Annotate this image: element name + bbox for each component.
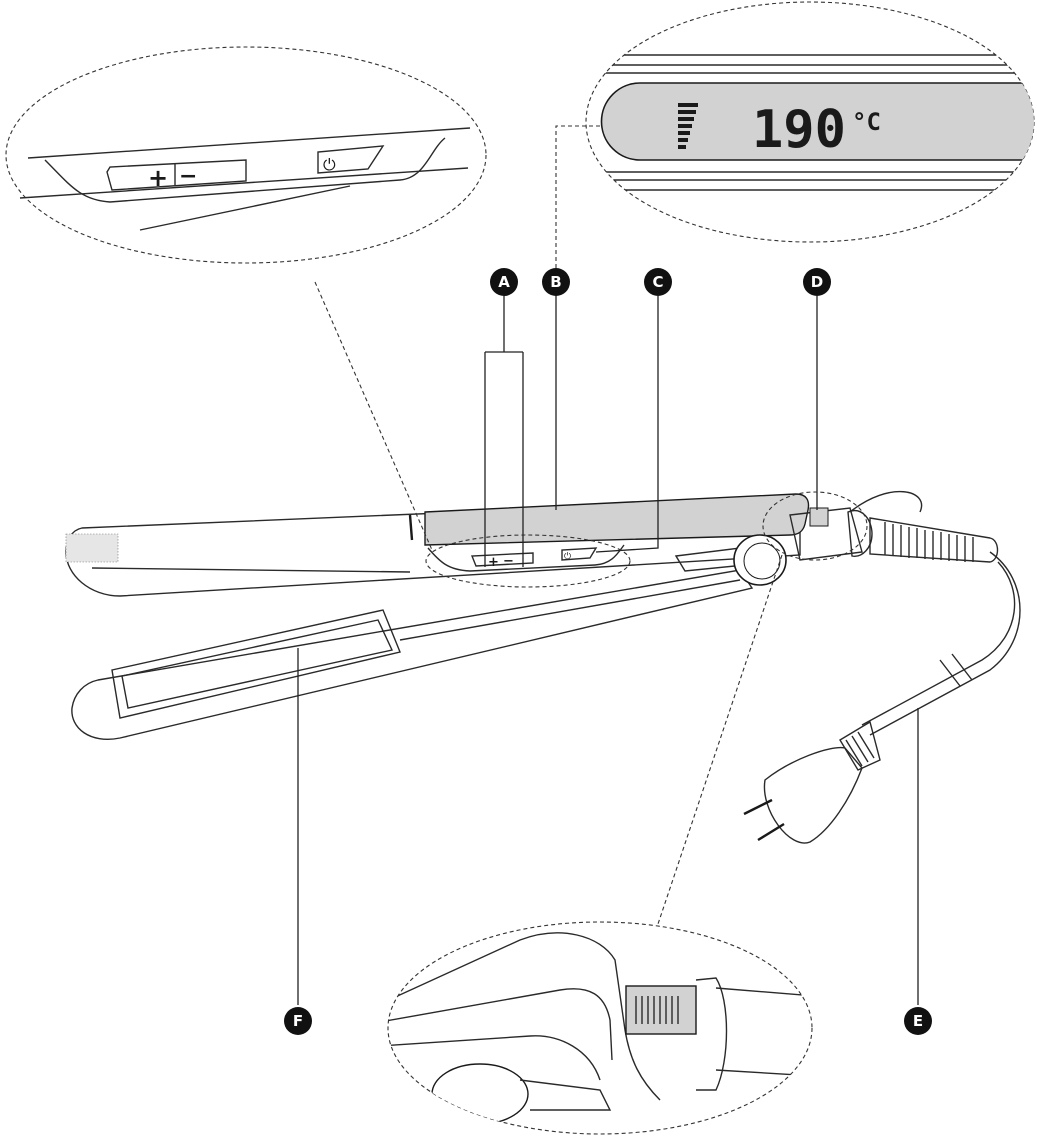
zoom-panel-display: 190 °C: [585, 1, 1035, 243]
leader-a: [484, 296, 524, 567]
swivel-collar: [695, 977, 728, 1091]
callout-leaders: [297, 296, 919, 1005]
zoom-panel-swivel-outline: [387, 921, 813, 1135]
plug-grip-ribs: [845, 731, 875, 767]
swivel-body-top: [388, 932, 661, 1101]
device-control-housing: [427, 544, 625, 572]
power-cord-inner: [861, 561, 1016, 726]
device-plus-symbol: +: [488, 555, 499, 570]
cord-break-mark: [939, 653, 973, 687]
vent-grille: [65, 533, 119, 563]
callout-d: D: [803, 268, 831, 296]
controls-zoom-target: [425, 534, 631, 588]
power-button: [317, 145, 385, 174]
heating-plate-inner: [121, 619, 394, 709]
connector-swivel: [657, 554, 783, 925]
tail-housing: [789, 507, 863, 561]
connector-display: [555, 125, 600, 300]
cord-collar: [847, 509, 873, 557]
power-plug: [743, 720, 881, 844]
swivel-body-inner: [388, 988, 613, 1061]
controls-housing-curve: [44, 137, 446, 203]
power-cord-outer: [869, 551, 1021, 736]
callout-c: C: [644, 268, 672, 296]
callout-c-label: C: [652, 273, 663, 291]
zoom-panel-controls-outline: [5, 46, 487, 264]
lower-arm-body: [71, 569, 754, 740]
callout-e: E: [904, 1007, 932, 1035]
cord-strain-relief: [869, 517, 999, 563]
callout-b: B: [542, 268, 570, 296]
callout-f-label: F: [293, 1012, 303, 1030]
zoom-minus-symbol: −: [179, 164, 197, 189]
callout-b-label: B: [550, 273, 561, 291]
connector-controls: [314, 281, 433, 551]
zoom-power-icon: ⏻: [323, 155, 336, 174]
zoom-panel-swivel: [387, 921, 813, 1135]
zoom-display-window: [600, 82, 1034, 161]
swivel-hinge-plate: [519, 1079, 612, 1111]
zoom-panel-controls: + − ⏻: [5, 46, 487, 264]
device-display-strip: [424, 493, 810, 546]
lower-arm-seam: [399, 579, 741, 641]
controls-housing-top-edge: [27, 127, 471, 159]
hair-straightener: + − ⏻: [65, 490, 1021, 844]
swivel-dial: [431, 1063, 529, 1125]
zoom-temperature-unit: °C: [852, 108, 881, 136]
callout-a-label: A: [498, 273, 510, 291]
strain-relief-ribs: [884, 522, 974, 562]
callout-e-label: E: [913, 1012, 923, 1030]
heat-level-bars-icon: [678, 103, 698, 149]
controls-lower-edge: [19, 167, 469, 199]
callout-d-label: D: [811, 273, 823, 291]
leader-c: [595, 296, 659, 553]
device-minus-symbol: −: [503, 554, 514, 569]
controls-diagonal-edge: [139, 185, 351, 231]
zoom-plus-symbol: +: [148, 164, 168, 192]
cord-loop: [849, 490, 923, 513]
device-power-icon: ⏻: [564, 551, 571, 562]
swivel-body-lower: [388, 1035, 601, 1081]
upper-arm-seam: [91, 567, 411, 573]
heating-plate: [111, 609, 401, 719]
callout-f: F: [284, 1007, 312, 1035]
hinge-dial: [733, 534, 787, 586]
device-rocker-buttons: [470, 552, 534, 567]
brand-mark: [408, 514, 414, 541]
zoom-connectors: [314, 125, 868, 925]
swivel-zoom-target: [762, 491, 868, 561]
tail-swivel-grip: [809, 507, 829, 527]
swivel-grip: [625, 985, 697, 1035]
hinge-dial-inner: [743, 542, 781, 580]
device-power-button: [561, 547, 598, 561]
callout-a: A: [490, 268, 518, 296]
swivel-grip-ribs: [635, 996, 679, 1024]
zoom-temperature-readout: 190: [752, 100, 846, 160]
plus-minus-rocker: [106, 159, 247, 191]
